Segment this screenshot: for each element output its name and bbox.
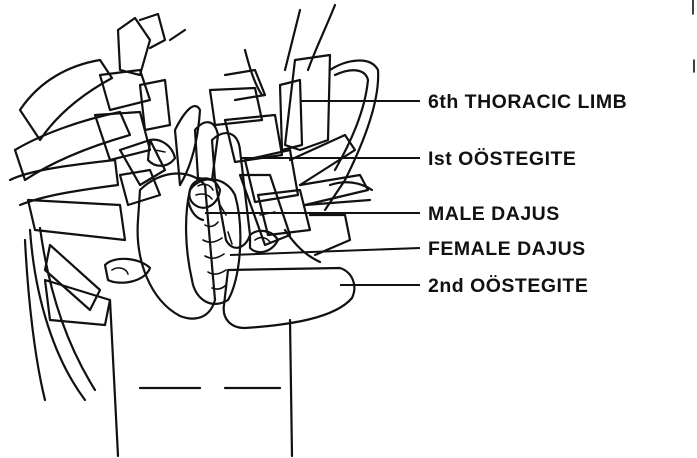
label-male-dajus: MALE DAJUS (428, 203, 560, 225)
labels: 6th THORACIC LIMB Ist OÖSTEGITE MALE DAJ… (428, 91, 627, 297)
label-first-oostegite: Ist OÖSTEGITE (428, 147, 576, 170)
label-second-oostegite: 2nd OÖSTEGITE (428, 274, 588, 297)
left-appendages (10, 60, 150, 400)
margin-marks (693, 0, 694, 72)
abdomen-outline (110, 300, 292, 456)
label-female-dajus: FEMALE DAJUS (428, 238, 586, 260)
second-oostegite-shape (224, 268, 355, 328)
label-thoracic-limb: 6th THORACIC LIMB (428, 91, 627, 113)
thoracic-limbs (210, 5, 378, 262)
left-upper-limb (95, 14, 185, 205)
